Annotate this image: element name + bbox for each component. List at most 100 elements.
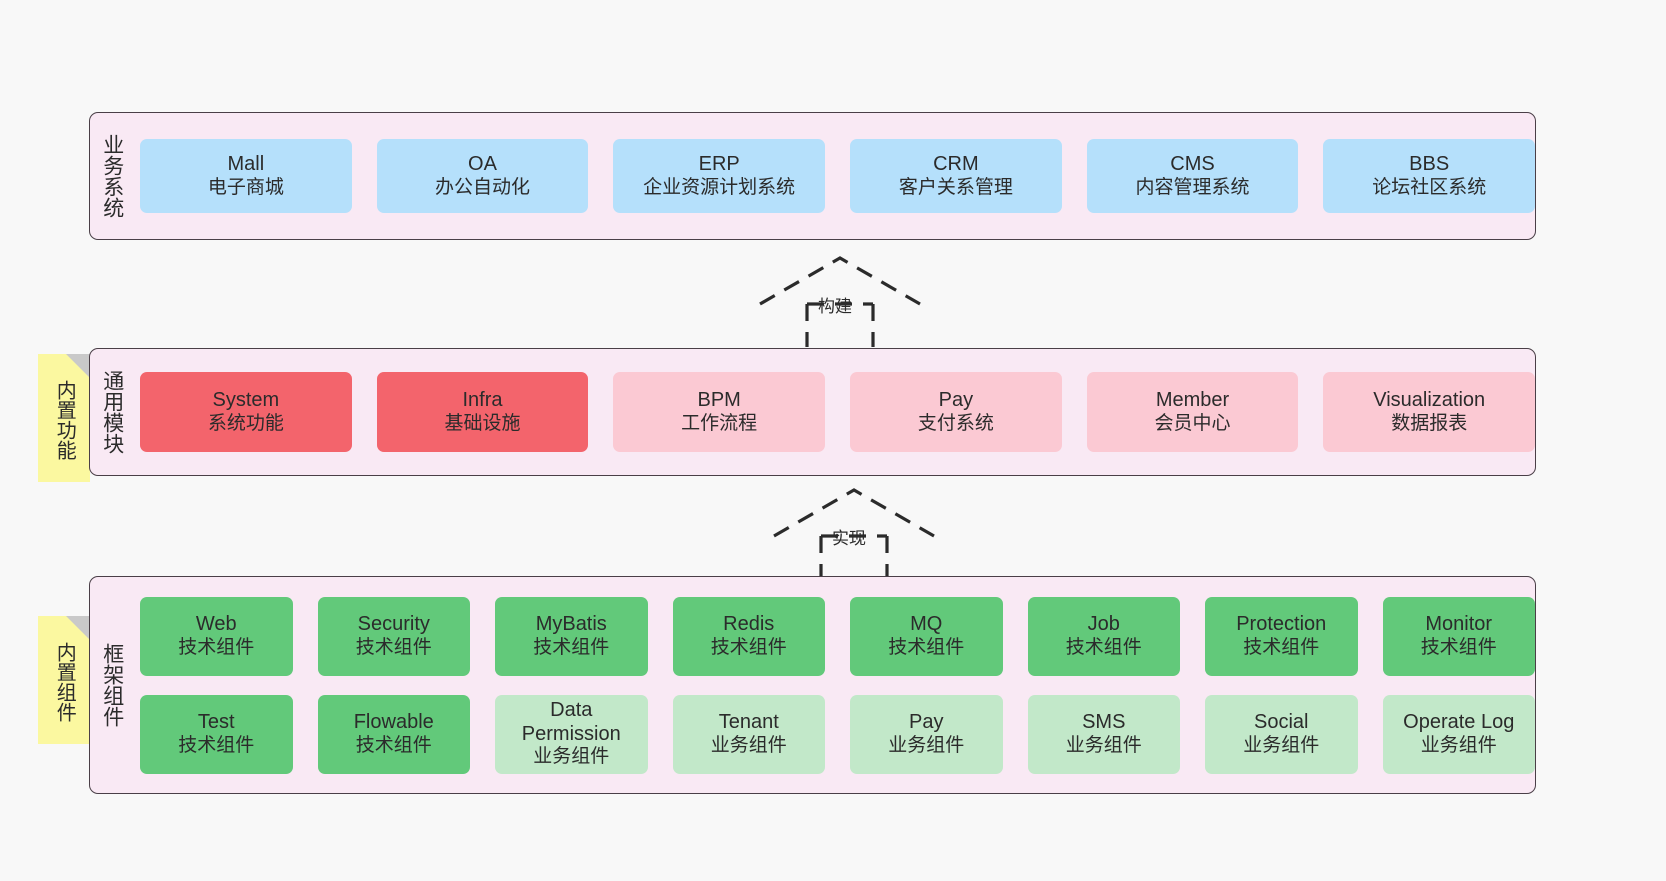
node-job[interactable]: Job 技术组件 — [1027, 596, 1180, 676]
node-title: Flowable — [353, 711, 434, 733]
layer-title-business: 业务系统 — [100, 134, 124, 218]
node-title: BBS — [1409, 153, 1450, 175]
node-bpm[interactable]: BPM 工作流程 — [613, 372, 826, 452]
connector-build-label: 构建 — [818, 297, 852, 316]
node-subtitle: 客户关系管理 — [898, 176, 1013, 198]
node-operate-log[interactable]: Operate Log 业务组件 — [1382, 694, 1535, 774]
node-subtitle: 技术组件 — [1243, 636, 1320, 658]
node-title: Job — [1087, 613, 1120, 635]
node-infra[interactable]: Infra 基础设施 — [376, 372, 589, 452]
node-protection[interactable]: Protection 技术组件 — [1205, 596, 1358, 676]
node-title: MQ — [910, 613, 943, 635]
node-member[interactable]: Member 会员中心 — [1086, 372, 1299, 452]
node-title: CMS — [1170, 153, 1215, 175]
node-subtitle: 会员中心 — [1154, 412, 1231, 434]
node-title: Pay — [909, 711, 944, 733]
node-mall[interactable]: Mall 电子商城 — [140, 139, 352, 213]
node-title: OA — [468, 153, 497, 175]
node-subtitle: 办公自动化 — [435, 176, 531, 198]
node-pay-module[interactable]: Pay 支付系统 — [850, 372, 1062, 452]
node-visualization[interactable]: Visualization 数据报表 — [1323, 372, 1536, 452]
node-subtitle: 技术组件 — [1420, 636, 1497, 658]
node-subtitle: 技术组件 — [710, 636, 787, 658]
node-subtitle: 电子商城 — [207, 176, 284, 198]
note-fold-corner-icon — [66, 616, 90, 640]
node-data-permission[interactable]: Data Permission 业务组件 — [495, 694, 648, 774]
node-subtitle: 业务组件 — [1420, 734, 1497, 756]
node-subtitle: 业务组件 — [1065, 734, 1142, 756]
node-subtitle: 技术组件 — [533, 636, 610, 658]
layer-body-business: Mall 电子商城 OA 办公自动化 ERP 企业资源计划系统 CRM 客户关系… — [134, 113, 1536, 239]
node-mq[interactable]: MQ 技术组件 — [850, 596, 1003, 676]
node-monitor[interactable]: Monitor 技术组件 — [1382, 596, 1535, 676]
node-title: Mall — [227, 153, 265, 175]
node-row: Mall 电子商城 OA 办公自动化 ERP 企业资源计划系统 CRM 客户关系… — [140, 139, 1536, 213]
node-subtitle: 内容管理系统 — [1135, 176, 1250, 198]
node-subtitle: 业务组件 — [710, 734, 787, 756]
note-fold-corner-icon — [66, 354, 90, 378]
node-web[interactable]: Web 技术组件 — [140, 596, 293, 676]
node-row: System 系统功能 Infra 基础设施 BPM 工作流程 Pay 支付系统… — [140, 372, 1536, 452]
node-test[interactable]: Test 技术组件 — [140, 694, 293, 774]
node-system[interactable]: System 系统功能 — [140, 372, 352, 452]
node-title: Infra — [462, 389, 503, 411]
node-subtitle: 技术组件 — [888, 636, 965, 658]
node-title: System — [212, 389, 280, 411]
node-subtitle: 业务组件 — [1243, 734, 1320, 756]
node-social[interactable]: Social 业务组件 — [1205, 694, 1358, 774]
node-flowable[interactable]: Flowable 技术组件 — [317, 694, 470, 774]
node-title: Pay — [938, 389, 974, 411]
connector-implement-label: 实现 — [832, 529, 866, 548]
note-label: 内置功能 — [53, 380, 76, 460]
layer-body-modules: System 系统功能 Infra 基础设施 BPM 工作流程 Pay 支付系统… — [134, 349, 1536, 475]
node-title: Social — [1254, 711, 1309, 733]
node-title: Data Permission — [521, 699, 621, 745]
node-subtitle: 支付系统 — [917, 412, 994, 434]
node-title: Operate Log — [1403, 711, 1515, 733]
dashed-up-arrow-icon — [773, 488, 935, 579]
node-tenant[interactable]: Tenant 业务组件 — [672, 694, 825, 774]
node-title: Visualization — [1373, 389, 1486, 411]
node-subtitle: 技术组件 — [355, 636, 432, 658]
node-title: BPM — [697, 389, 741, 411]
layer-business-systems: 业务系统 Mall 电子商城 OA 办公自动化 ERP 企业资源计划系统 CRM… — [89, 112, 1536, 240]
node-title: SMS — [1082, 711, 1126, 733]
node-sms[interactable]: SMS 业务组件 — [1027, 694, 1180, 774]
note-label: 内置组件 — [53, 642, 76, 722]
node-subtitle: 技术组件 — [178, 734, 255, 756]
node-title: Tenant — [718, 711, 779, 733]
node-erp[interactable]: ERP 企业资源计划系统 — [613, 139, 826, 213]
node-title: Redis — [723, 613, 775, 635]
node-title: MyBatis — [535, 613, 607, 635]
node-crm[interactable]: CRM 客户关系管理 — [850, 139, 1062, 213]
node-bbs[interactable]: BBS 论坛社区系统 — [1323, 139, 1536, 213]
layer-title-framework: 框架组件 — [100, 643, 124, 727]
node-cms[interactable]: CMS 内容管理系统 — [1086, 139, 1299, 213]
node-title: ERP — [698, 153, 740, 175]
node-subtitle: 业务组件 — [888, 734, 965, 756]
node-row: Test 技术组件 Flowable 技术组件 Data Permission … — [140, 694, 1535, 774]
node-security[interactable]: Security 技术组件 — [317, 596, 470, 676]
node-subtitle: 基础设施 — [444, 412, 521, 434]
node-mybatis[interactable]: MyBatis 技术组件 — [495, 596, 648, 676]
node-subtitle: 技术组件 — [355, 734, 432, 756]
node-title: Member — [1155, 389, 1230, 411]
note-builtin-functions: 内置功能 — [38, 354, 90, 482]
node-redis[interactable]: Redis 技术组件 — [672, 596, 825, 676]
layer-common-modules: 通用模块 System 系统功能 Infra 基础设施 BPM 工作流程 Pay… — [89, 348, 1536, 476]
connector-implement-arrow — [766, 484, 946, 579]
node-subtitle: 技术组件 — [1065, 636, 1142, 658]
node-title: CRM — [933, 153, 979, 175]
connector-build-arrow — [752, 252, 932, 347]
layer-title-modules: 通用模块 — [100, 370, 124, 454]
node-title: Test — [197, 711, 235, 733]
node-oa[interactable]: OA 办公自动化 — [376, 139, 589, 213]
node-subtitle: 工作流程 — [681, 412, 758, 434]
layer-framework-components: 框架组件 Web 技术组件 Security 技术组件 MyBatis 技术组件… — [89, 576, 1536, 794]
node-title: Monitor — [1425, 613, 1493, 635]
node-pay-component[interactable]: Pay 业务组件 — [850, 694, 1003, 774]
node-subtitle: 企业资源计划系统 — [643, 176, 796, 198]
node-subtitle: 系统功能 — [207, 412, 284, 434]
node-subtitle: 数据报表 — [1391, 412, 1468, 434]
